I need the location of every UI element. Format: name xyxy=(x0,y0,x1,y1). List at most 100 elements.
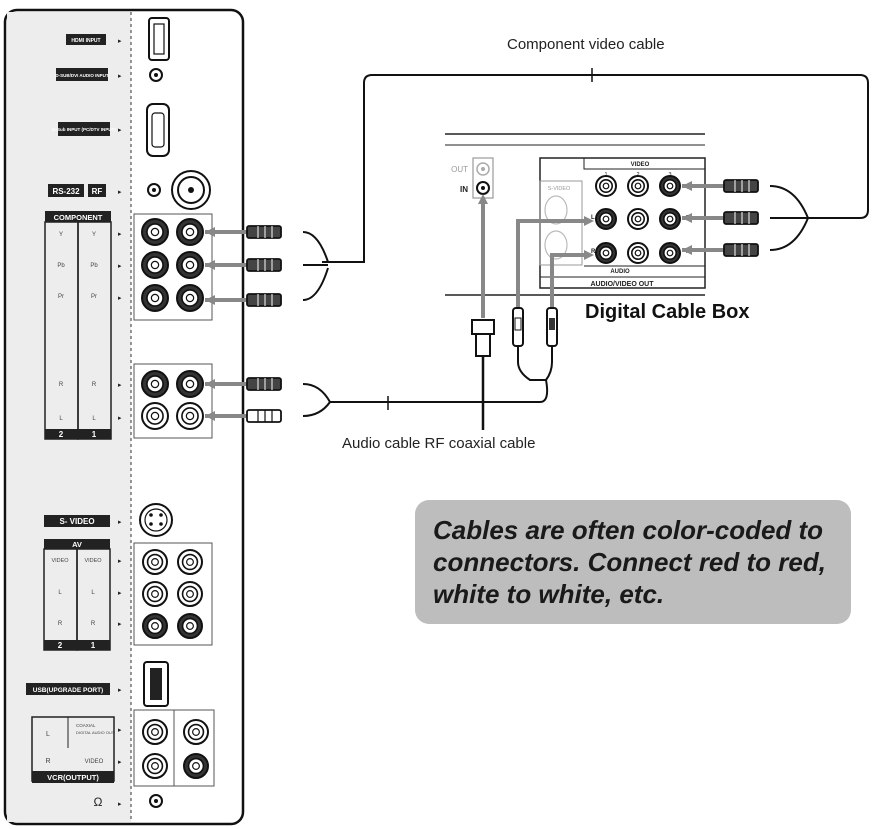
box-video-2b-jack[interactable] xyxy=(627,208,649,230)
component-y-label: Y xyxy=(59,232,63,238)
plug-body xyxy=(246,293,282,307)
coaxial-jack[interactable] xyxy=(142,719,168,745)
arrow-head-icon xyxy=(682,213,692,223)
component-video-jack-pin xyxy=(185,293,195,303)
arrow-icon: ▸ xyxy=(118,415,122,422)
box-video-1-jack[interactable] xyxy=(595,175,617,197)
av-r-jack[interactable] xyxy=(177,613,203,639)
av-video-jack[interactable] xyxy=(177,549,203,575)
hdmi-label: HDMI INPUT xyxy=(71,38,100,44)
component-video-jack-pin xyxy=(185,227,195,237)
audio-r-arrow xyxy=(550,253,588,308)
component-video-jack[interactable] xyxy=(141,218,169,246)
av-video-label: VIDEO xyxy=(84,558,102,564)
component-audio-r-jack-pin xyxy=(185,379,195,389)
component-video-jack[interactable] xyxy=(176,251,204,279)
svideo-pin xyxy=(149,513,153,517)
box-audio-l-jack[interactable] xyxy=(595,208,617,230)
av-l-jack[interactable] xyxy=(142,581,168,607)
box-audio-r-jack[interactable] xyxy=(595,242,617,264)
arrow-icon: ▸ xyxy=(118,519,122,526)
box-pr-plug xyxy=(682,243,759,257)
component-audio-r-jack[interactable] xyxy=(176,370,204,398)
box-audio-r-jack-pin xyxy=(602,249,610,257)
hdmi-port-inner xyxy=(153,23,165,55)
video-header-frame xyxy=(583,157,706,170)
component-y-label: Y xyxy=(92,232,96,238)
vcr-video-label: VIDEO xyxy=(85,759,104,765)
jack-center xyxy=(154,799,158,803)
vcr-l-jack[interactable] xyxy=(183,719,209,745)
rf-in-pin xyxy=(481,186,485,190)
component-audio-r-jack[interactable] xyxy=(141,370,169,398)
box-pb-jack[interactable] xyxy=(659,208,681,230)
rf-plug-body xyxy=(475,333,491,357)
component-audio-l-jack[interactable] xyxy=(141,402,169,430)
vcr-video-jack[interactable] xyxy=(142,753,168,779)
vcr-r-label: R xyxy=(45,758,50,765)
rf-label: RF xyxy=(92,187,103,196)
av-r-jack[interactable] xyxy=(142,613,168,639)
arrow-head-icon xyxy=(205,295,215,305)
component-video-cable xyxy=(322,74,869,263)
box-pr-jack[interactable] xyxy=(659,242,681,264)
coaxial-label: COAXIAL xyxy=(76,723,96,728)
rf-tag xyxy=(88,184,106,197)
dvi-audio-tag xyxy=(56,68,108,81)
component-video-jack[interactable] xyxy=(141,284,169,312)
tv-side-plugs xyxy=(205,225,282,423)
component-fan-tv xyxy=(302,231,329,301)
vcr-r-jack[interactable] xyxy=(183,753,209,779)
component-audio-r-jack-pin xyxy=(150,379,160,389)
arrow-icon: ▸ xyxy=(118,590,122,597)
component-fan-box xyxy=(769,185,809,251)
box-y-jack[interactable] xyxy=(659,175,681,197)
vcr-output-tag xyxy=(32,771,114,783)
component-video-jack[interactable] xyxy=(176,284,204,312)
audio-plug-red-band xyxy=(549,318,555,330)
component-port-2-tag xyxy=(45,429,78,439)
vcr-jack-frame-right xyxy=(174,709,215,787)
rf-in-label: IN xyxy=(460,185,468,194)
hdmi-tag xyxy=(66,34,106,45)
component-audio-l-jack[interactable] xyxy=(176,402,204,430)
cablebox-title: Digital Cable Box xyxy=(585,301,749,323)
av-video-jack-pin xyxy=(151,558,159,566)
svideo-out-port-2 xyxy=(544,230,568,260)
vcr-r-jack-pin xyxy=(192,762,200,770)
av-r-jack-pin xyxy=(151,622,159,630)
audio-cable-fork xyxy=(517,346,553,381)
arrow-head-icon xyxy=(584,216,594,226)
arrow-head-icon xyxy=(205,411,215,421)
arrow-icon: ▸ xyxy=(118,382,122,389)
arrow-head-icon xyxy=(205,379,215,389)
arrow-head-icon xyxy=(584,250,594,260)
box-video-2b-jack-pin xyxy=(634,215,642,223)
arrow-icon: ▸ xyxy=(118,621,122,628)
digital-audio-out-label: DIGITAL AUDIO OUT xyxy=(76,730,115,735)
component-pb-plug xyxy=(205,258,282,272)
audio-r-plug xyxy=(205,377,282,391)
box-video-2-jack[interactable] xyxy=(627,175,649,197)
usb-label: USB(UPGRADE PORT) xyxy=(33,687,103,694)
component-video-jack[interactable] xyxy=(141,251,169,279)
arrow-head-icon xyxy=(682,245,692,255)
rf-out-label: OUT xyxy=(451,165,468,174)
jack-center xyxy=(154,73,158,77)
av-l-jack[interactable] xyxy=(177,581,203,607)
box-pr-jack-pin xyxy=(666,249,674,257)
audio-l-arrow xyxy=(516,219,588,308)
plug-body xyxy=(246,377,282,391)
component-video-jack[interactable] xyxy=(176,218,204,246)
audio-cable xyxy=(302,379,549,417)
component-video-jack-pin xyxy=(150,293,160,303)
component-l-label: L xyxy=(59,416,63,422)
av-video-label: VIDEO xyxy=(51,558,69,564)
box-video-2c-jack[interactable] xyxy=(627,242,649,264)
av-l-label: L xyxy=(91,590,95,596)
dsub-tag xyxy=(58,122,110,136)
svideo-port-ring xyxy=(144,508,168,532)
av-tag xyxy=(44,539,110,549)
av-video-jack[interactable] xyxy=(142,549,168,575)
svideo-pin xyxy=(149,522,153,526)
